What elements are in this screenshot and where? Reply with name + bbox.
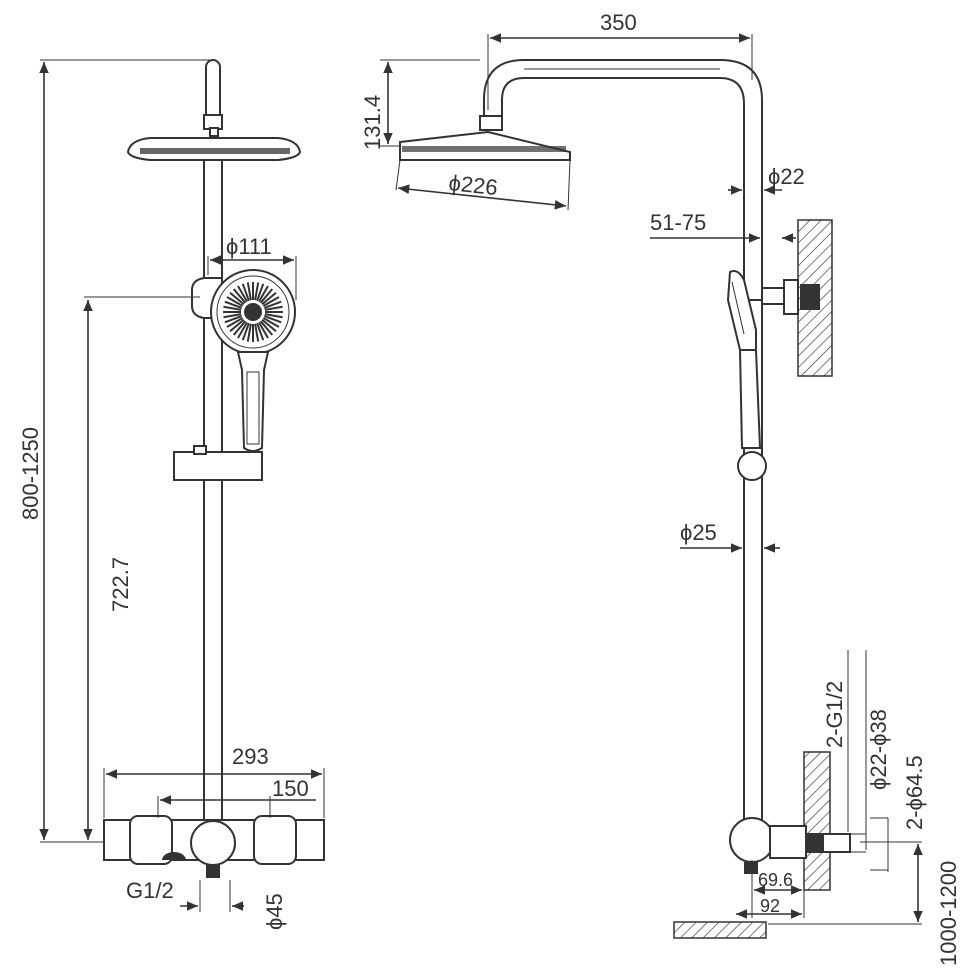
spray-nozzle [224, 315, 243, 324]
spray-nozzle [263, 300, 282, 309]
spray-nozzle [264, 305, 283, 311]
rail [203, 159, 223, 841]
dim-escutcheon-dia: 2-ϕ64.5 [902, 755, 927, 830]
spray-nozzle [262, 296, 280, 307]
dim-handset-dia: ϕ111 [226, 234, 272, 259]
spray-nozzle [229, 291, 245, 306]
slide-bar-holder [173, 451, 263, 481]
dim-wall-bracket: 51-75 [650, 210, 706, 235]
spray-nozzle [241, 322, 250, 341]
mixer-outlet [190, 820, 236, 866]
spray-nozzle [224, 300, 243, 309]
spray-nozzle [223, 313, 242, 319]
dim-connector-thread: 2-G1/2 [822, 681, 847, 748]
dim-connector-dia: ϕ22-ϕ38 [866, 709, 891, 790]
front-view: 800-1250 722.7 ϕ111 293 150 G1/2 ϕ45 [18, 59, 325, 930]
spray-nozzle [246, 282, 252, 301]
spray-nozzle [262, 317, 280, 328]
wall-upper [797, 219, 833, 377]
spray-nozzle [246, 323, 252, 342]
dim-handset-height: 722.7 [108, 557, 133, 612]
spray-nozzle [258, 321, 269, 339]
spray-nozzle [237, 321, 248, 339]
side-view: 350 131.4 ϕ226 ϕ22 51-75 ϕ25 [360, 10, 961, 966]
spray-nozzle [223, 305, 242, 311]
spray-nozzle [254, 282, 260, 301]
safety-button [162, 852, 186, 860]
hand-shower-handle [236, 351, 270, 452]
spray-nozzle [259, 288, 274, 304]
dim-arm-reach: 350 [600, 10, 637, 35]
dim-offset-b: 92 [760, 896, 780, 916]
wall-lower [803, 751, 831, 891]
spray-nozzle [258, 285, 269, 303]
floor [673, 921, 767, 939]
spray-nozzle [261, 318, 277, 333]
spray-nozzle [226, 296, 244, 307]
dim-head-drop: 131.4 [360, 95, 385, 150]
spray-nozzle [254, 323, 260, 342]
spray-nozzle [259, 320, 274, 336]
flow-knob [253, 815, 297, 865]
dim-head-dia: ϕ226 [447, 170, 498, 200]
dim-offset-a: 69.6 [758, 870, 793, 890]
spray-nozzle [232, 320, 247, 336]
spray-nozzle [229, 318, 245, 333]
spray-nozzle [261, 291, 277, 306]
hand-shower-handle-side [738, 349, 762, 449]
dim-inlet-spacing: 150 [272, 776, 309, 801]
spray-nozzle [226, 317, 244, 328]
dim-total-height: 800-1250 [18, 427, 43, 520]
top-pipe-nut [203, 114, 223, 130]
spray-nozzle [263, 315, 282, 324]
spray-nozzle [237, 285, 248, 303]
dim-inlet-thread: G1/2 [126, 878, 174, 903]
mixer-side [729, 817, 775, 863]
slide-holder-side [737, 451, 767, 481]
spray-center [244, 303, 262, 321]
dim-outlet-dia: ϕ45 [262, 893, 287, 930]
dim-rail-dia: ϕ25 [680, 520, 717, 545]
hand-shower-spray-pattern [223, 282, 283, 342]
wall-connector [769, 825, 807, 859]
temperature-knob [129, 815, 173, 865]
spray-nozzle [241, 283, 250, 302]
rain-head-nozzles [140, 148, 290, 154]
top-pipe [205, 59, 221, 121]
spray-nozzle [264, 313, 283, 319]
spray-nozzle [256, 322, 265, 341]
dim-floor-height: 1000-1200 [936, 861, 961, 966]
shower-arm [483, 59, 763, 301]
spray-nozzle [256, 283, 265, 302]
spray-nozzle [232, 288, 247, 304]
dim-mixer-width: 293 [232, 744, 269, 769]
dim-arm-dia: ϕ22 [768, 164, 805, 189]
